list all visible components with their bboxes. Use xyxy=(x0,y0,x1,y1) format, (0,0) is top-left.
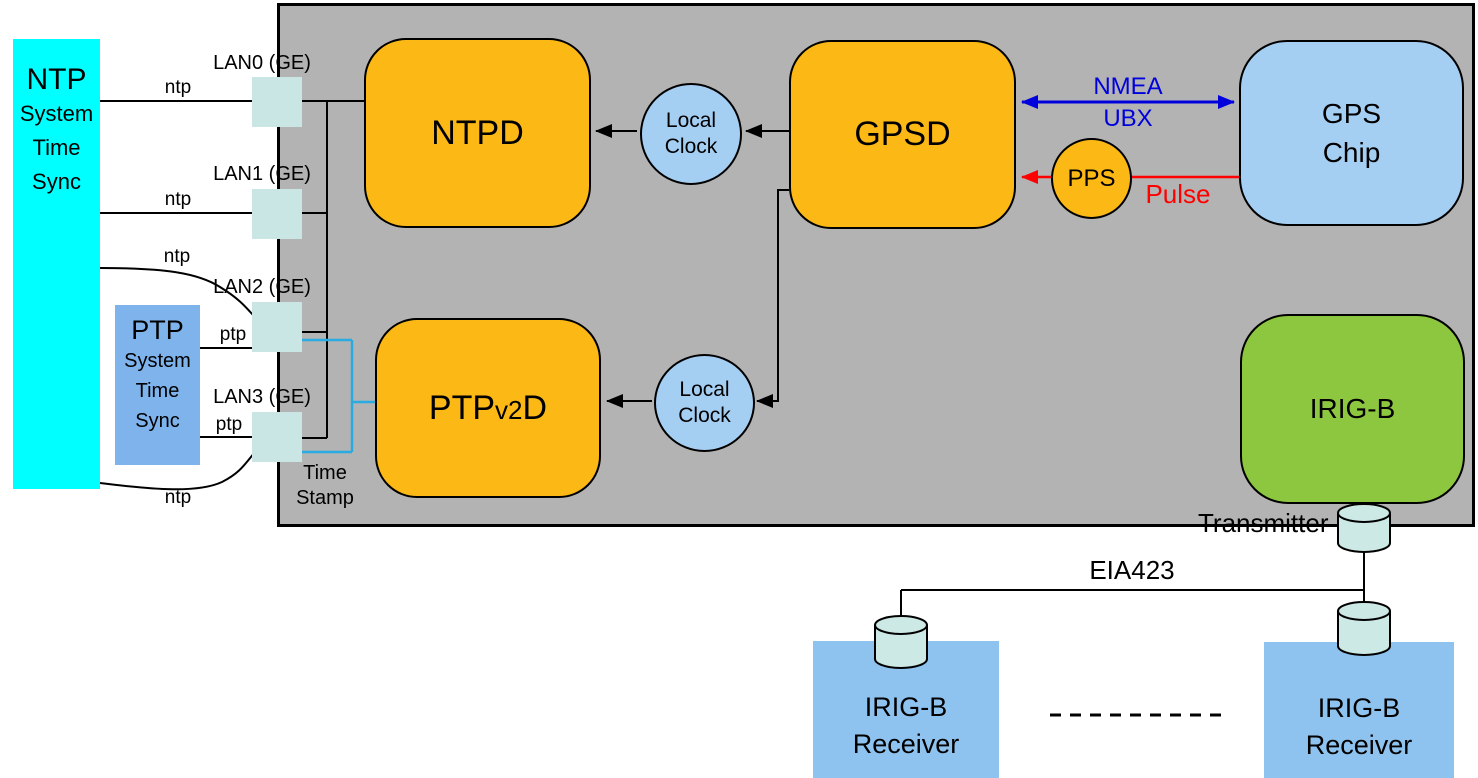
lan0-label: LAN0 (GE) xyxy=(213,52,311,74)
wire-label-ntp: ntp xyxy=(164,189,192,210)
lan2-label: LAN2 (GE) xyxy=(213,276,311,298)
local-clock-circle: Local Clock xyxy=(640,83,742,185)
ptp-system-time-sync-box: PTP System Time Sync xyxy=(115,305,200,465)
ntp-system-time-sync-box: NTP System Time Sync xyxy=(13,39,100,489)
lan1-port xyxy=(252,189,302,239)
transmitter-label: Transmitter xyxy=(1198,508,1329,538)
irig-b-receiver-left: IRIG-B Receiver xyxy=(813,641,999,778)
wire-label-ntp: ntp xyxy=(164,487,192,508)
local-clock-circle: Local Clock xyxy=(654,354,755,452)
gpsd-label: GPSD xyxy=(854,115,951,153)
lan1-label: LAN1 (GE) xyxy=(213,163,311,185)
lan3-port xyxy=(252,412,302,462)
gpsd-block: GPSD xyxy=(789,40,1016,229)
wire-label-ntp: ntp xyxy=(163,246,191,267)
ptpv2d-block: PTPv2D xyxy=(375,318,601,498)
time-stamp-label: Time Stamp xyxy=(296,462,354,509)
ptpv2d-label: PTPv2D xyxy=(428,388,548,427)
pps-circle: PPS xyxy=(1051,138,1132,219)
ubx-link-label: UBX xyxy=(1103,105,1153,132)
irig-b-receiver-right: IRIG-B Receiver xyxy=(1264,642,1454,778)
pps-label: PPS xyxy=(1067,164,1116,192)
ptp-source-line: Time xyxy=(135,380,180,402)
irig-b-block: IRIG-B xyxy=(1240,314,1465,504)
nmea-link-label: NMEA xyxy=(1093,73,1163,100)
wire-label-ptp: ptp xyxy=(219,324,247,345)
eia423-link-label: EIA423 xyxy=(1089,555,1175,585)
ptp-source-title: PTP xyxy=(131,315,184,345)
ntpd-label: NTPD xyxy=(431,113,524,152)
irig-b-label: IRIG-B xyxy=(1309,393,1396,424)
ntp-source-line: Sync xyxy=(32,169,81,194)
ntp-source-line: Time xyxy=(32,135,81,160)
ntp-source-title: NTP xyxy=(26,63,87,96)
lan2-port xyxy=(252,302,302,352)
ntpd-block: NTPD xyxy=(364,38,591,228)
lan0-port xyxy=(252,77,302,127)
wire-label-ptp: ptp xyxy=(215,414,243,435)
ptp-source-line: System xyxy=(124,350,191,372)
lan3-label: LAN3 (GE) xyxy=(213,386,311,408)
wire-label-ntp: ntp xyxy=(164,77,192,98)
ntp-source-line: System xyxy=(19,101,94,126)
gps-chip-label-line: Chip xyxy=(1322,137,1381,168)
gps-chip-label-line: GPS xyxy=(1321,98,1382,129)
pulse-link-label: Pulse xyxy=(1145,179,1211,209)
ptp-source-line: Sync xyxy=(135,410,180,432)
gps-chip-block: GPS Chip xyxy=(1239,40,1464,226)
